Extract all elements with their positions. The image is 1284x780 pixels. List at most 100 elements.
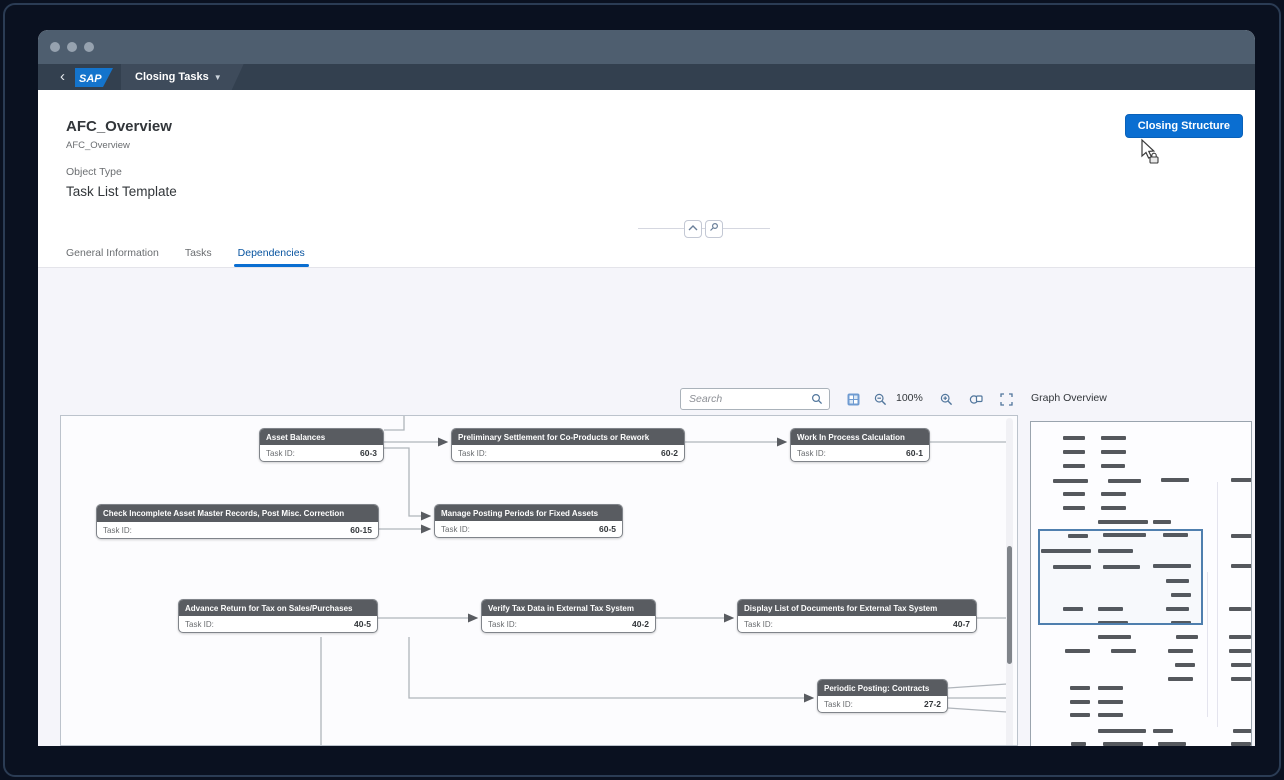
minimap-node-bar: [1229, 635, 1251, 639]
page-title: AFC_Overview: [66, 118, 172, 135]
search-icon[interactable]: [811, 393, 823, 405]
chevron-down-icon: ▼: [213, 72, 222, 82]
task-node-title: Verify Tax Data in External Tax System: [482, 600, 655, 616]
minimap-node-bar: [1103, 533, 1146, 537]
minimap-node-bar: [1153, 564, 1191, 568]
task-node-body: Task ID: 60-1: [791, 445, 929, 461]
pin-header-button[interactable]: [705, 220, 723, 238]
minimap-node-bar: [1231, 534, 1251, 538]
app-title-tab[interactable]: Closing Tasks ▼: [121, 64, 244, 90]
minimap-node-bar: [1111, 649, 1136, 653]
task-node-body: Task ID:40-7: [738, 616, 976, 632]
chevron-up-icon: [688, 225, 698, 231]
task-node-body: Task ID:40-2: [482, 616, 655, 632]
minimap-node-bar: [1098, 607, 1123, 611]
zoom-level[interactable]: 100%: [896, 392, 923, 404]
minimap-viewport[interactable]: [1038, 529, 1203, 625]
task-id-label: Task ID:: [797, 448, 826, 458]
tab-tasks[interactable]: Tasks: [184, 247, 212, 259]
zoom-in-icon[interactable]: [936, 390, 956, 408]
window-control-dot[interactable]: [67, 42, 77, 52]
task-node-title: Display List of Documents for External T…: [738, 600, 976, 616]
minimap-node-bar: [1231, 663, 1251, 667]
page: AFC_Overview AFC_Overview Object Type Ta…: [38, 90, 1255, 746]
window-titlebar: [38, 30, 1255, 64]
task-id-value: 40-2: [631, 619, 649, 629]
search-input[interactable]: [681, 393, 811, 405]
task-node-title: Manage Posting Periods for Fixed Assets: [435, 505, 622, 521]
zoom-out-icon[interactable]: [870, 390, 890, 408]
task-node-body: Task ID:60-2: [452, 445, 684, 461]
minimap-node-bar: [1103, 742, 1143, 746]
task-node[interactable]: Advance Return for Tax on Sales/Purchase…: [178, 599, 378, 633]
minimap-node-bar: [1098, 635, 1131, 639]
minimap-edge-line: [1207, 572, 1208, 717]
minimap-node-bar: [1070, 686, 1090, 690]
task-node[interactable]: Preliminary Settlement for Co-Products o…: [451, 428, 685, 462]
dependency-edge: [384, 416, 405, 431]
minimap-node-bar: [1071, 742, 1086, 746]
graph-search: [680, 388, 830, 410]
task-id-value: 60-3: [359, 448, 377, 458]
minimap-node-bar: [1098, 686, 1123, 690]
task-id-label: Task ID:: [441, 524, 470, 534]
task-node[interactable]: Check Incomplete Asset Master Records, P…: [96, 504, 379, 540]
minimap-node-bar: [1041, 549, 1091, 553]
svg-text:SAP: SAP: [79, 73, 102, 85]
minimap-node-bar: [1231, 564, 1251, 568]
task-node-title: Preliminary Settlement for Co-Products o…: [452, 429, 684, 445]
closing-structure-button[interactable]: Closing Structure: [1124, 114, 1243, 138]
minimap-node-bar: [1098, 700, 1123, 704]
layout-icon[interactable]: [843, 390, 863, 408]
browser-window: ‹ SAP Closing Tasks ▼ AFC_Overview AFC_O…: [38, 30, 1255, 746]
task-id-value: 60-15: [350, 525, 372, 536]
task-node-body: Task ID:60-15: [97, 522, 378, 538]
canvas-scrollbar-thumb[interactable]: [1007, 546, 1012, 664]
collapse-header-button[interactable]: [684, 220, 702, 238]
minimap-node-bar: [1101, 450, 1126, 454]
graph-overview-minimap[interactable]: [1030, 421, 1252, 746]
task-node-title: Asset Balances: [260, 429, 383, 445]
minimap-node-bar: [1103, 565, 1140, 569]
minimap-node-bar: [1231, 478, 1251, 482]
tab-dependencies[interactable]: Dependencies: [233, 242, 309, 267]
minimap-node-bar: [1229, 607, 1251, 611]
task-node-title: Check Incomplete Asset Master Records, P…: [97, 505, 378, 523]
minimap-node-bar: [1168, 677, 1193, 681]
task-id-value: 27-2: [923, 699, 941, 709]
task-node[interactable]: Display List of Documents for External T…: [737, 599, 977, 633]
back-icon[interactable]: ‹: [60, 68, 65, 85]
sap-logo: SAP: [75, 67, 113, 87]
app-title: Closing Tasks: [135, 71, 209, 83]
task-id-value: 60-1: [905, 448, 923, 458]
task-id-value: 40-7: [952, 619, 970, 629]
task-node-body: Task ID:60-5: [435, 521, 622, 537]
task-node-title: Periodic Posting: Contracts: [818, 680, 947, 696]
legend-icon[interactable]: [966, 390, 986, 408]
minimap-node-bar: [1166, 579, 1189, 583]
minimap-node-bar: [1233, 729, 1251, 733]
pin-icon: [710, 222, 719, 231]
fullscreen-icon[interactable]: [996, 390, 1016, 408]
tab-general-information[interactable]: General Information: [66, 247, 159, 259]
task-id-label: Task ID:: [266, 448, 295, 458]
minimap-node-bar: [1098, 520, 1148, 524]
window-control-dot[interactable]: [50, 42, 60, 52]
minimap-node-bar: [1063, 436, 1085, 440]
minimap-node-bar: [1098, 549, 1133, 553]
minimap-node-bar: [1229, 649, 1251, 653]
minimap-node-bar: [1153, 520, 1171, 524]
minimap-node-bar: [1063, 464, 1085, 468]
minimap-edge-line: [1217, 482, 1218, 727]
shell-header: ‹ SAP Closing Tasks ▼: [38, 64, 1255, 90]
window-control-dot[interactable]: [84, 42, 94, 52]
minimap-node-bar: [1063, 607, 1083, 611]
task-id-label: Task ID:: [458, 448, 487, 458]
minimap-node-bar: [1098, 713, 1123, 717]
